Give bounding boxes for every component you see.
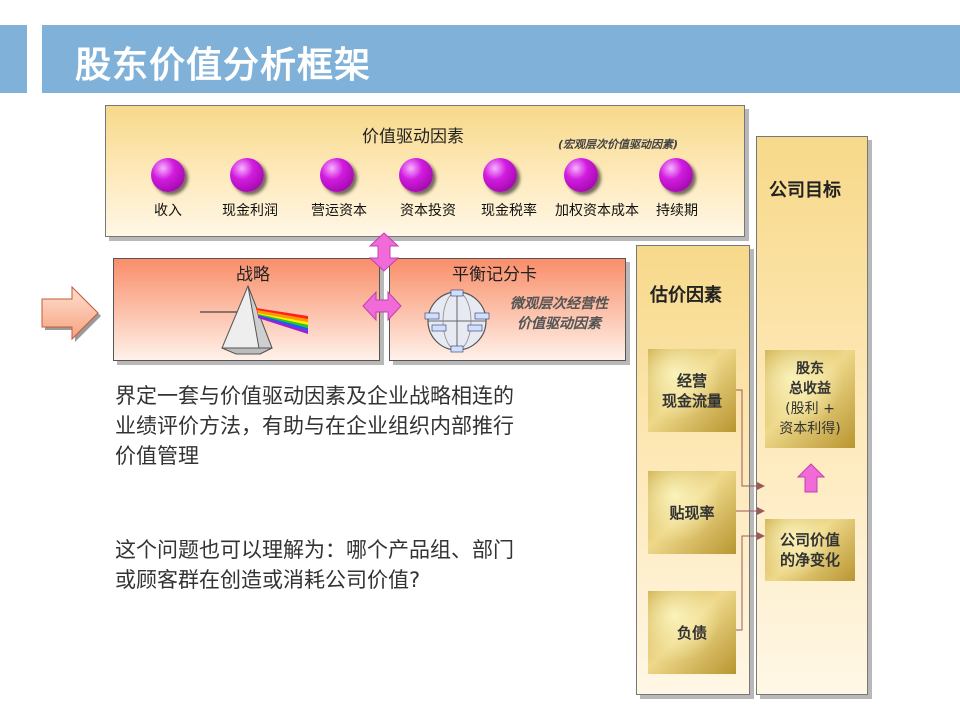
tile-line: 股东 bbox=[796, 361, 824, 377]
tile-line: 现金流量 bbox=[661, 391, 722, 410]
connector-lines bbox=[736, 389, 765, 631]
driver-ball-icon bbox=[564, 158, 598, 192]
description-line: 界定一套与价值驱动因素及企业战略相连的 bbox=[115, 384, 514, 408]
micro-drivers-note: 微观层次经营性 价值驱动因素 bbox=[496, 294, 622, 334]
debt-tile: 负债 bbox=[648, 591, 736, 674]
description-paragraph: 界定一套与价值驱动因素及企业战略相连的 业绩评价方法，有助与在企业组织内部推行 … bbox=[115, 381, 514, 471]
horizontal-double-arrow-icon bbox=[362, 290, 402, 322]
value-drivers-title: 价值驱动因素 bbox=[362, 127, 464, 147]
driver-ball-icon bbox=[320, 158, 354, 192]
tile-line: 资本利得) bbox=[779, 421, 841, 437]
driver-ball-icon bbox=[659, 158, 693, 192]
valuation-factors-title: 估价因素 bbox=[650, 285, 722, 306]
driver-ball-icon bbox=[399, 158, 433, 192]
tile-line: 的净变化 bbox=[779, 551, 840, 569]
strategy-title: 战略 bbox=[236, 265, 270, 285]
right-arrow-icon bbox=[41, 285, 101, 342]
micro-note-line2: 价值驱动因素 bbox=[517, 316, 601, 332]
micro-note-line1: 微观层次经营性 bbox=[510, 296, 608, 312]
prism-icon bbox=[200, 284, 308, 355]
driver-label: 营运资本 bbox=[311, 203, 367, 219]
value-change-tile: 公司价值 的净变化 bbox=[765, 519, 855, 581]
driver-label: 持续期 bbox=[656, 203, 698, 219]
tsr-tile: 股东 总收益 (股利 + 资本利得) bbox=[765, 350, 855, 448]
operating-cash-flow-tile: 经营现金流量 bbox=[648, 349, 736, 432]
page-title: 股东价值分析框架 bbox=[75, 45, 372, 86]
tile-line: 贴现率 bbox=[669, 503, 715, 522]
driver-ball-icon bbox=[151, 158, 185, 192]
vertical-double-arrow-icon bbox=[368, 232, 400, 272]
driver-label: 现金税率 bbox=[481, 203, 537, 219]
driver-ball-icon bbox=[230, 158, 264, 192]
description-line: 价值管理 bbox=[115, 444, 199, 468]
title-bar-accent bbox=[0, 25, 27, 93]
macro-drivers-note: (宏观层次价值驱动因素) bbox=[558, 138, 679, 151]
discount-rate-tile: 贴现率 bbox=[648, 471, 736, 554]
up-arrow-icon bbox=[797, 463, 825, 493]
description-line: 业绩评价方法，有助与在企业组织内部推行 bbox=[115, 414, 514, 438]
company-goal-title: 公司目标 bbox=[769, 180, 841, 201]
question-paragraph: 这个问题也可以理解为：哪个产品组、部门 或顾客群在创造或消耗公司价值? bbox=[115, 535, 514, 595]
tile-line: (股利 + bbox=[785, 401, 835, 417]
tile-line: 负债 bbox=[676, 623, 707, 642]
scorecard-title: 平衡记分卡 bbox=[452, 265, 537, 285]
title-bar bbox=[42, 25, 960, 93]
tile-line: 总收益 bbox=[789, 381, 831, 397]
question-line: 这个问题也可以理解为：哪个产品组、部门 bbox=[115, 538, 514, 562]
driver-label: 资本投资 bbox=[400, 203, 456, 219]
question-line: 或顾客群在创造或消耗公司价值? bbox=[115, 568, 421, 592]
driver-label: 加权资本成本 bbox=[555, 203, 639, 219]
tile-line: 公司价值 bbox=[779, 531, 840, 549]
driver-label: 现金利润 bbox=[222, 203, 278, 219]
scorecard-globe-icon bbox=[424, 289, 490, 353]
driver-label: 收入 bbox=[154, 203, 182, 219]
tile-line: 经营 bbox=[676, 371, 707, 390]
driver-ball-icon bbox=[483, 158, 517, 192]
